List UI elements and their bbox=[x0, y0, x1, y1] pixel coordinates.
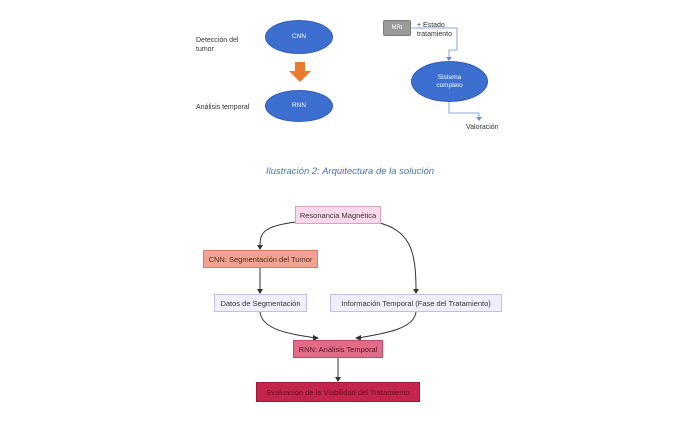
node-rnn-analisis: RNN: Análisis Temporal bbox=[293, 340, 383, 358]
node-informacion-temporal: Información Temporal (Fase del Tratamien… bbox=[330, 294, 502, 312]
arrowhead-cnn-icon bbox=[257, 245, 263, 250]
edge-resonancia-info bbox=[375, 221, 417, 291]
label-deteccion: Detección del tumor bbox=[196, 37, 239, 53]
node-rnn-label: RNN bbox=[291, 102, 307, 109]
orange-down-arrow-icon bbox=[289, 62, 311, 82]
label-analisis-temporal: Análisis temporal bbox=[196, 104, 250, 111]
node-datos-segmentacion: Datos de Segmentación bbox=[214, 294, 307, 312]
edge-datos-rnn bbox=[259, 311, 317, 339]
node-rnn: RNN bbox=[265, 90, 333, 122]
arrowhead-rnn-left-icon bbox=[313, 335, 319, 341]
mri-to-sistema-connector bbox=[411, 27, 458, 58]
arrowhead-evaluacion-icon bbox=[335, 377, 341, 382]
label-estado-tratamiento: + Estado tratamiento bbox=[417, 22, 453, 38]
node-sistema-label: Sistema completo bbox=[436, 73, 463, 89]
node-info-temporal-label: Información Temporal (Fase del Tratamien… bbox=[341, 298, 491, 308]
arrowhead-info-icon bbox=[413, 289, 419, 294]
node-resonancia-magnetica: Resonancia Magnética bbox=[295, 206, 381, 224]
top-diagram-connectors bbox=[289, 27, 482, 121]
node-mri-label: MRI bbox=[391, 25, 403, 31]
edge-resonancia-cnn bbox=[259, 221, 297, 247]
node-sistema-completo: Sistema completo bbox=[411, 61, 488, 102]
node-cnn-segmentacion-label: CNN: Segmentación del Tumor bbox=[208, 254, 313, 264]
sistema-to-valoracion-connector bbox=[448, 102, 480, 118]
node-resonancia-label: Resonancia Magnética bbox=[299, 210, 377, 220]
edge-info-rnn bbox=[357, 311, 417, 339]
node-evaluacion-viabilidad: Evaluación de la Viabilidad del Tratamie… bbox=[256, 382, 420, 402]
label-valoracion: Valoración bbox=[466, 124, 499, 131]
node-datos-label: Datos de Segmentación bbox=[220, 298, 301, 308]
node-cnn-label: CNN bbox=[291, 33, 307, 40]
node-rnn-analisis-label: RNN: Análisis Temporal bbox=[298, 344, 378, 354]
valoracion-arrowhead-icon bbox=[476, 117, 482, 121]
arrowhead-rnn-right-icon bbox=[355, 335, 361, 341]
mri-connector-arrowhead-icon bbox=[446, 57, 452, 61]
node-cnn-segmentacion: CNN: Segmentación del Tumor bbox=[203, 250, 318, 268]
node-cnn: CNN bbox=[265, 20, 333, 54]
node-mri: MRI bbox=[383, 20, 411, 36]
arrowhead-datos-icon bbox=[257, 289, 263, 294]
node-evaluacion-label: Evaluación de la Viabilidad del Tratamie… bbox=[266, 387, 410, 397]
figure-caption: Ilustración 2: Arquitectura de la soluci… bbox=[265, 166, 435, 177]
